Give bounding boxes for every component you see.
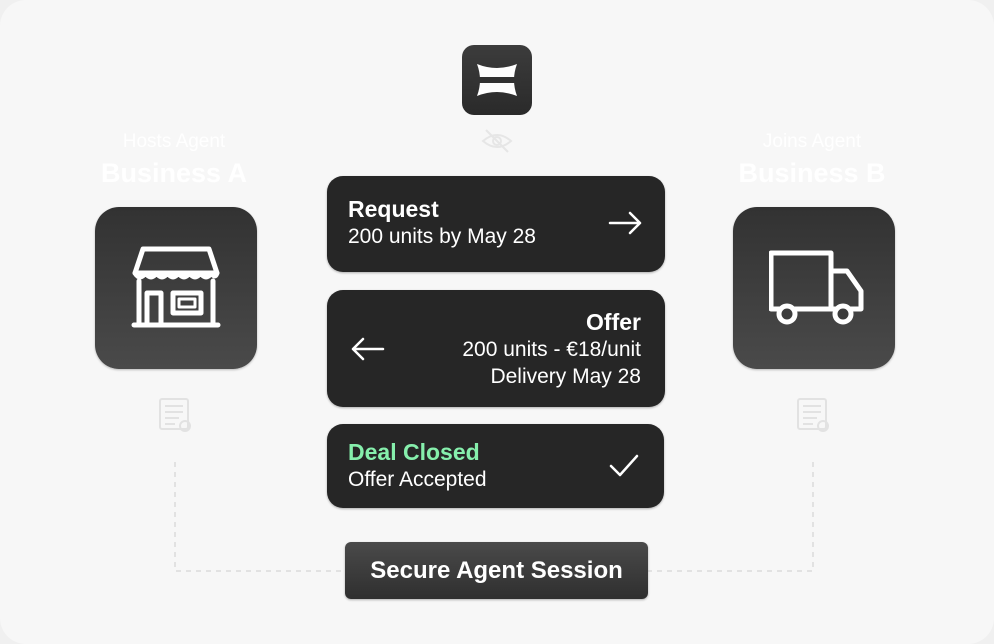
offer-price: 200 units - €18/unit — [462, 338, 641, 361]
offer-delivery: Delivery May 28 — [490, 365, 641, 388]
document-settings-icon — [797, 398, 829, 432]
business-b-tile — [733, 207, 895, 369]
storefront-icon — [131, 246, 221, 328]
checkmark-icon — [609, 454, 639, 477]
deal-status: Offer Accepted — [348, 468, 487, 491]
connector-b — [648, 462, 814, 572]
party-business-a: Hosts Agent Business A — [84, 128, 264, 190]
party-a-role: Hosts Agent — [122, 131, 226, 152]
secure-session-badge: Secure Agent Session — [345, 542, 648, 599]
request-detail: 200 units by May 28 — [348, 225, 536, 248]
party-b-role: Joins Agent — [762, 131, 862, 152]
deal-title: Deal Closed — [348, 439, 480, 465]
business-a-tile — [95, 207, 257, 369]
session-label: Secure Agent Session — [370, 556, 623, 584]
party-b-name: Business B — [738, 158, 886, 188]
request-title: Request — [348, 196, 439, 222]
eye-off-icon — [481, 129, 513, 153]
document-settings-icon — [159, 398, 191, 432]
request-message-card: Request 200 units by May 28 — [327, 176, 665, 272]
offer-message-card: Offer 200 units - €18/unit Delivery May … — [327, 290, 665, 407]
agent-hub — [462, 45, 532, 115]
deal-closed-card: Deal Closed Offer Accepted — [327, 424, 664, 508]
delivery-truck-icon — [769, 250, 864, 325]
agent-hub-logo-icon — [473, 64, 521, 96]
arrow-left-icon — [351, 337, 385, 361]
offer-title: Offer — [586, 309, 641, 335]
arrow-right-icon — [608, 211, 642, 235]
party-a-name: Business A — [100, 158, 248, 188]
party-business-b: Joins Agent Business B — [722, 128, 902, 190]
connector-a — [174, 462, 345, 572]
